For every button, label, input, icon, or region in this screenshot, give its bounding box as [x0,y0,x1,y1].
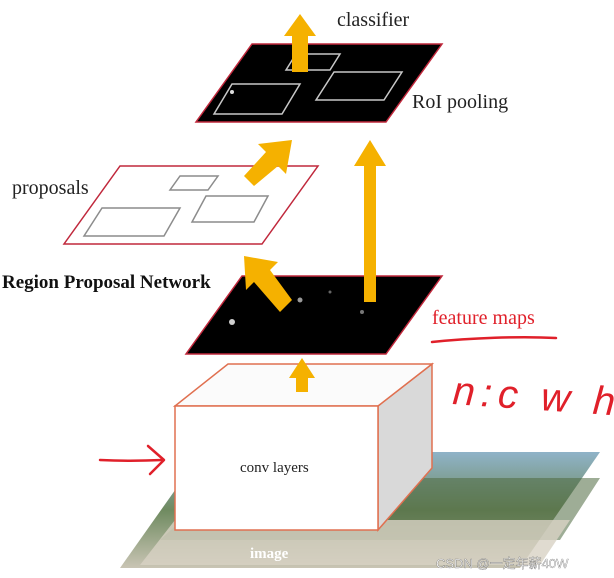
classifier-label: classifier [337,9,410,31]
feature-map-plane [184,275,444,355]
handwritten-note: n:c w h [451,369,614,425]
conv-layers-label: conv layers [240,460,309,476]
rpn-label: Region Proposal Network [2,272,211,293]
feature-maps-underline [430,335,558,344]
roi-pooling-label: RoI pooling [412,91,508,113]
arrow-up-icon [244,256,292,312]
arrow-up-icon [244,140,292,186]
feature-maps-label: feature maps [432,307,535,329]
hand-drawn-arrow-right-icon [98,444,166,476]
proposals-plane [62,165,320,245]
arrow-up-icon [289,358,315,392]
watermark: CSDN @一定年薪40W [436,556,569,571]
roi-pooling-plane [194,43,444,123]
arrow-up-icon [284,14,316,72]
arrow-up-icon [354,140,386,302]
conv-layers-box [172,362,435,533]
image-label: image [250,546,289,562]
proposals-label: proposals [12,177,89,199]
